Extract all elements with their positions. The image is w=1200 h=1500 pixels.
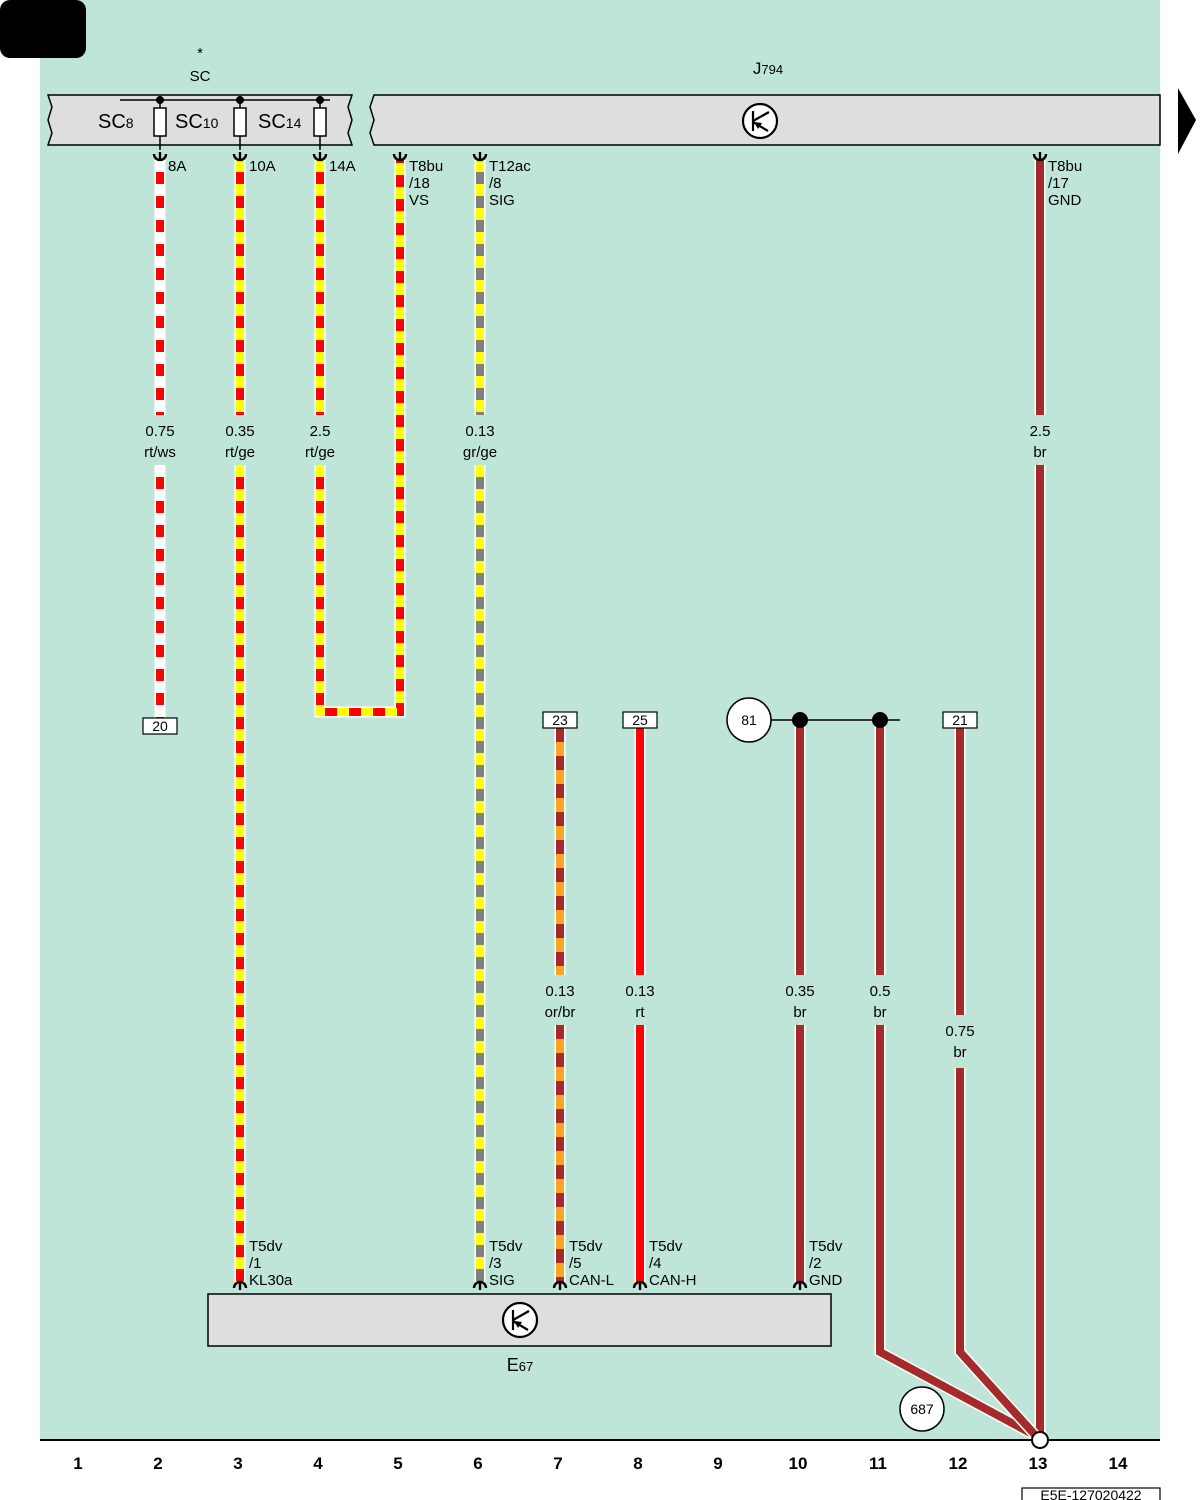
column-number: 9 [713, 1454, 722, 1473]
fuse-sc10-label: SC10 [175, 111, 219, 133]
connector-pin-icon [472, 1280, 488, 1290]
component-icon-line [752, 111, 770, 122]
connector-pin-icon [472, 152, 488, 162]
ground-point [1031, 1431, 1049, 1449]
connector-pin-icon [792, 1280, 808, 1290]
column-number: 5 [393, 1454, 402, 1473]
pin-t8bu-18-label: T8bu /18 VS [409, 158, 447, 209]
column-number: 8 [633, 1454, 642, 1473]
pin-t12ac-8-label: T12ac /8 SIG [489, 158, 535, 209]
junction-dot [792, 712, 808, 728]
pin-t5dv-4-label: T5dv /4 CAN-H [649, 1238, 697, 1289]
connector-pin-icon [632, 1280, 648, 1290]
ref-box-23-label: 23 [552, 712, 568, 728]
column-number: 10 [789, 1454, 808, 1473]
fuse-icon [313, 107, 327, 137]
fuse-sc8-rating: 8A [168, 158, 186, 175]
connector-pin-icon [312, 152, 328, 162]
fuse-sc8-label: SC8 [98, 111, 134, 133]
wire-col4-loop-stripe [316, 160, 404, 716]
ref-box-25-label: 25 [632, 712, 648, 728]
ref-box-20 [142, 717, 178, 735]
column-number: 7 [553, 1454, 562, 1473]
column-number: 6 [473, 1454, 482, 1473]
connector-pin-icon [1032, 152, 1048, 162]
column-number: 13 [1029, 1454, 1048, 1473]
electronic-component-icon [501, 1301, 539, 1339]
pin-t5dv-3-label: T5dv /3 SIG [489, 1238, 527, 1289]
fuse-junction-dot [316, 96, 324, 104]
column-number: 4 [313, 1454, 323, 1473]
pin-t5dv-2-label: T5dv /2 GND [809, 1238, 847, 1289]
connector-pin-icon [232, 152, 248, 162]
footer-code-box [1021, 1487, 1161, 1500]
sc-asterisk: * [197, 45, 203, 62]
ref-box-21-label: 21 [952, 712, 968, 728]
component-icon-line [512, 1310, 530, 1321]
ref-box-20-label: 20 [152, 718, 168, 734]
column-number: 2 [153, 1454, 162, 1473]
fuse-sc14-label: SC14 [258, 111, 302, 133]
electronic-component-icon [741, 102, 779, 140]
wire-layer [154, 160, 1046, 1441]
module-j794-label: J794 [753, 59, 783, 78]
connector-pin-icon [232, 1280, 248, 1290]
wire-col11-bottom [876, 1025, 1038, 1440]
symbol-layer [152, 96, 1048, 1339]
column-number: 14 [1109, 1454, 1128, 1473]
column-number: 3 [233, 1454, 242, 1473]
fuse-junction-dot [236, 96, 244, 104]
ref-box-23 [542, 711, 578, 729]
fuse-sc14-rating: 14A [329, 158, 356, 175]
connector-pin-icon [392, 152, 408, 162]
column-number: 12 [949, 1454, 968, 1473]
column-number: 11 [869, 1454, 887, 1473]
corner-tab [0, 0, 86, 58]
component-icon-arrow [514, 1321, 522, 1328]
ref-box-21 [942, 711, 978, 729]
fuse-sc10-rating: 10A [249, 158, 276, 175]
fuse-icon [153, 107, 167, 137]
column-numbers: 1 2 3 4 5 6 7 8 9 10 11 12 13 14 [73, 1454, 1128, 1473]
connector-pin-icon [152, 152, 168, 162]
component-e67-label: E67 [507, 1355, 533, 1375]
ref-box-25 [622, 711, 658, 729]
diagram-background [40, 0, 1160, 1440]
fuse-icon [233, 107, 247, 137]
column-number: 1 [73, 1454, 82, 1473]
sc-group-label: SC [190, 68, 211, 85]
pin-t8bu-17-label: T8bu /17 GND [1048, 158, 1086, 209]
junction-dot [872, 712, 888, 728]
pin-t5dv-5-label: T5dv /5 CAN-L [569, 1238, 614, 1289]
fuse-junction-dot [156, 96, 164, 104]
ref-circle-81-label: 81 [741, 712, 757, 728]
connector-pin-icon [552, 1280, 568, 1290]
ref-circle-81 [726, 697, 772, 743]
footer-code: E5E-127020422 [1040, 1487, 1141, 1500]
pin-t5dv-1-label: T5dv /1 KL30a [249, 1238, 293, 1289]
component-icon-arrow [754, 122, 762, 129]
next-page-arrow-icon[interactable] [1178, 88, 1196, 154]
ref-circle-687-label: 687 [910, 1401, 934, 1417]
ref-circle-687 [899, 1386, 945, 1432]
wire-col12-bottom [956, 1068, 1039, 1439]
fuse-box-sc [46, 94, 354, 146]
